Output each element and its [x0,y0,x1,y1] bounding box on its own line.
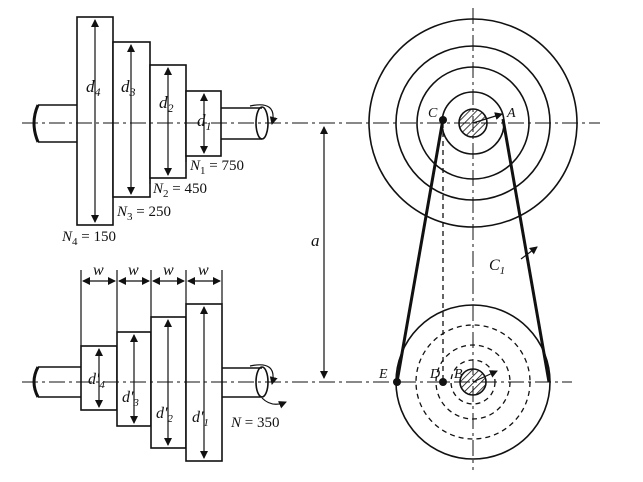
label-w-2: w [128,262,139,279]
label-dp1: d'1 [192,409,209,429]
label-dp4: d'4 [88,371,105,391]
label-c1: C1 [489,257,505,277]
label-point-a: A [506,106,516,121]
label-a: a [311,231,320,250]
label-n2: N2 = 450 [152,181,207,200]
label-n-lower: N = 350 [230,415,279,431]
lower-stepped-pulley [32,270,287,462]
label-n1: N1 = 750 [189,158,244,177]
upper-pulley-end-view [368,18,578,228]
label-point-e: E [378,367,388,382]
label-w-4: w [198,262,209,279]
belt [395,118,551,383]
label-d1: d1 [197,111,212,133]
label-dp2: d'2 [156,405,173,425]
label-w-3: w [163,262,174,279]
point-e-marker [393,378,401,386]
point-c-marker [439,116,447,124]
point-d-marker [439,378,447,386]
label-d4: d4 [86,77,101,99]
label-point-d: D [429,367,440,382]
label-dp3: d'3 [122,389,139,409]
label-d2: d2 [159,93,174,115]
label-d3: d3 [121,77,136,99]
label-n3: N3 = 250 [116,204,171,223]
label-point-b: B [454,367,463,382]
label-point-c: C [428,106,438,121]
label-n4: N4 = 150 [61,229,116,248]
label-w-1: w [93,262,104,279]
